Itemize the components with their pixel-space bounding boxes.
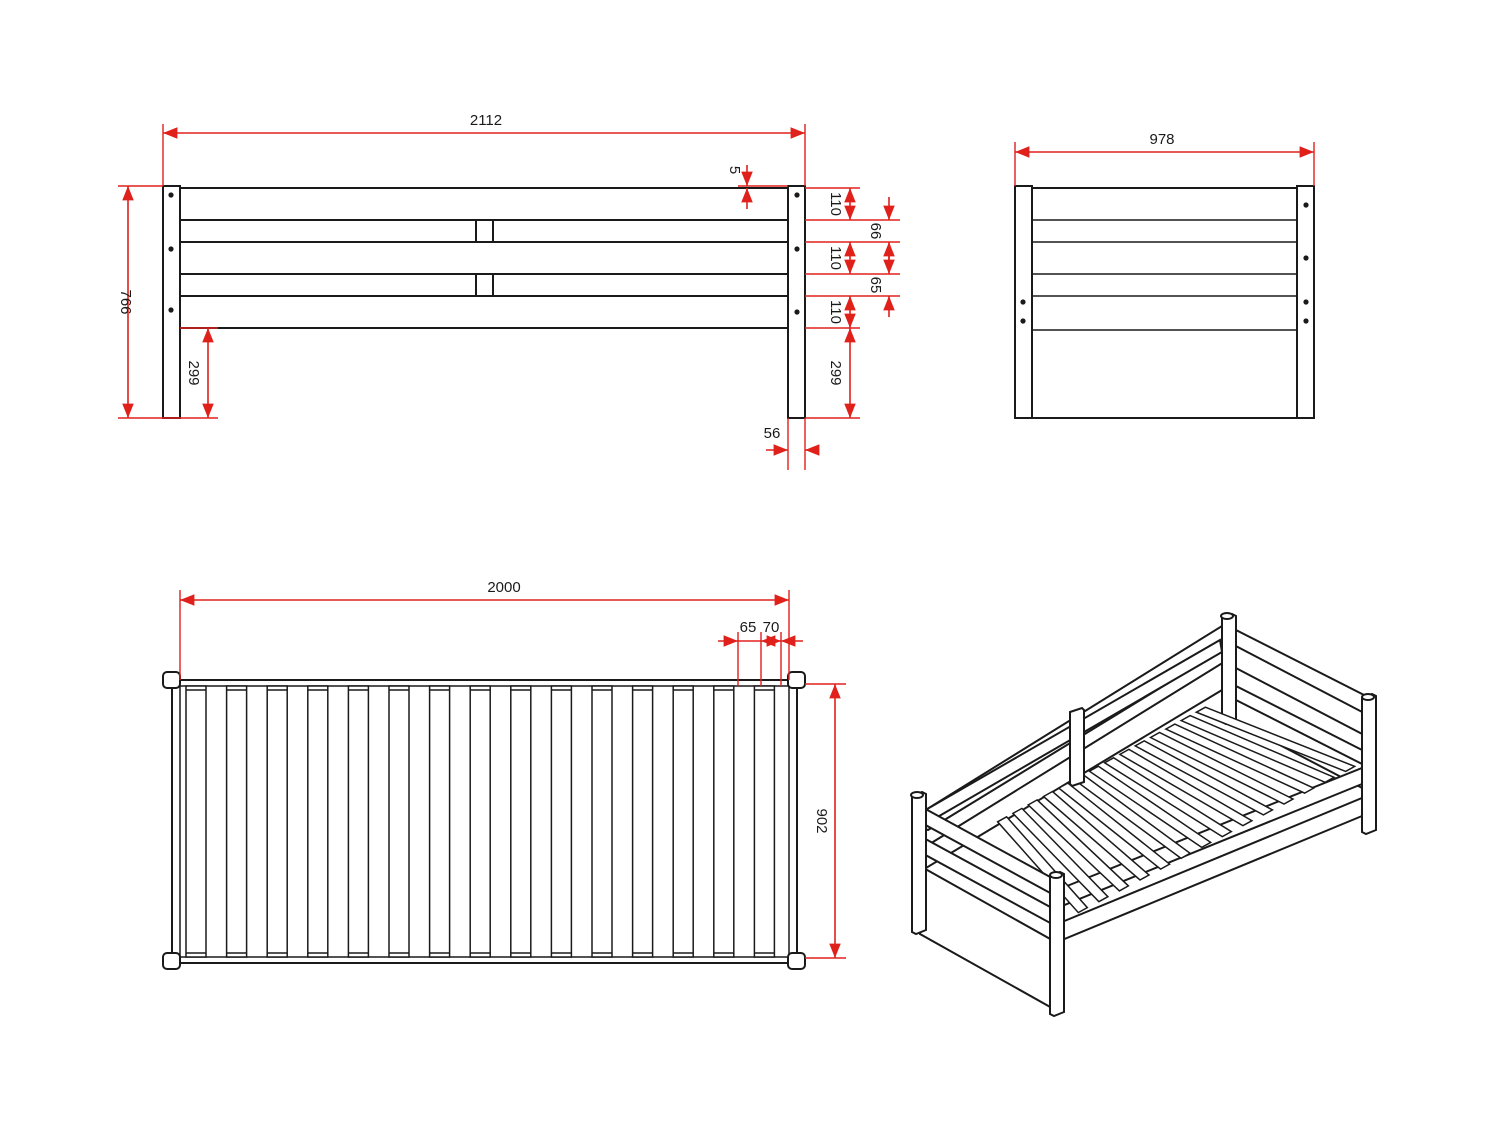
dim-post-width: 56 — [764, 425, 781, 442]
spacer-block-lower — [475, 273, 494, 297]
dim-top-gap: 5 — [726, 166, 743, 174]
dim-slat-width: 65 — [740, 619, 757, 636]
slat — [510, 685, 532, 958]
slat — [428, 685, 451, 958]
post-cap-icon — [1220, 612, 1234, 620]
side-rail-bottom — [179, 295, 789, 329]
slat — [631, 685, 654, 958]
dim-overall-length: 2112 — [470, 112, 502, 129]
iso-slat — [1026, 798, 1130, 892]
dim-inner-width: 902 — [813, 808, 830, 833]
front-right-post — [1361, 692, 1377, 836]
bolt-icon — [1303, 255, 1309, 261]
corner-post-icon — [162, 952, 181, 970]
bolt-icon — [168, 307, 174, 313]
isometric-view — [910, 612, 1377, 1018]
iso-slat — [1194, 706, 1357, 773]
front-rail-top — [1061, 766, 1363, 908]
front-left-post — [1049, 870, 1065, 1018]
back-right-post — [1221, 612, 1237, 726]
slat — [266, 685, 288, 958]
bolt-icon — [1303, 299, 1309, 305]
end-view: 978 — [1014, 131, 1315, 419]
dim-rail-2: 110 — [827, 246, 844, 270]
dim-gap-1: 66 — [867, 223, 884, 240]
slat — [225, 685, 248, 958]
dim-clearance-left: 299 — [185, 360, 202, 385]
bolt-icon — [1020, 318, 1026, 324]
iso-slat — [1103, 756, 1233, 838]
bolt-icon — [1303, 202, 1309, 208]
iso-slat — [1011, 807, 1110, 903]
slat — [550, 685, 573, 958]
slat — [185, 685, 207, 958]
dim-clearance-right: 299 — [827, 360, 844, 385]
slat — [347, 685, 370, 958]
spacer-block-upper — [475, 219, 494, 243]
bolt-icon — [1303, 318, 1309, 324]
bolt-icon — [168, 192, 174, 198]
top-view: 2000 65 70 902 — [162, 579, 846, 970]
slat — [672, 685, 694, 958]
right-post — [787, 185, 806, 419]
side-rail-middle — [179, 241, 789, 275]
post-cap-icon — [1361, 693, 1375, 701]
iso-slat — [1042, 790, 1151, 881]
dim-gap-2: 65 — [867, 277, 884, 294]
slats-group — [185, 685, 776, 958]
dim-rail-3: 110 — [827, 300, 844, 324]
slat — [388, 685, 410, 958]
side-rail-top — [179, 187, 789, 221]
iso-slat — [1164, 723, 1316, 794]
bolt-icon — [1020, 299, 1026, 305]
bolt-icon — [794, 309, 800, 315]
dim-rail-1: 110 — [827, 192, 844, 216]
bolt-icon — [794, 246, 800, 252]
slat — [591, 685, 613, 958]
slat — [713, 685, 735, 958]
iso-slat — [1179, 714, 1336, 784]
dim-overall-width: 978 — [1149, 131, 1174, 148]
bolt-icon — [168, 246, 174, 252]
slat — [307, 685, 329, 958]
side-view: 2112 766 299 5 110 110 110 66 — [117, 112, 900, 470]
corner-post-icon — [162, 671, 181, 689]
iso-slats-group — [996, 706, 1357, 914]
iso-slat — [1118, 748, 1254, 827]
slat — [469, 685, 491, 958]
corner-post-icon — [787, 671, 806, 689]
corner-post-icon — [787, 952, 806, 970]
back-left-post — [911, 790, 927, 936]
left-post — [162, 185, 181, 419]
iso-slat — [1148, 731, 1295, 805]
dim-slat-spacing: 70 — [763, 619, 780, 636]
iso-slat — [1133, 740, 1274, 816]
dim-slat-length: 2000 — [487, 579, 520, 596]
slat — [753, 685, 776, 958]
iso-slat — [1087, 765, 1213, 849]
dim-overall-height: 766 — [117, 289, 134, 314]
end-panel — [1031, 187, 1298, 419]
bolt-icon — [794, 192, 800, 198]
iso-slat — [1057, 782, 1171, 870]
post-cap-icon — [1049, 871, 1063, 879]
post-cap-icon — [910, 791, 924, 799]
center-upright — [1069, 706, 1085, 788]
